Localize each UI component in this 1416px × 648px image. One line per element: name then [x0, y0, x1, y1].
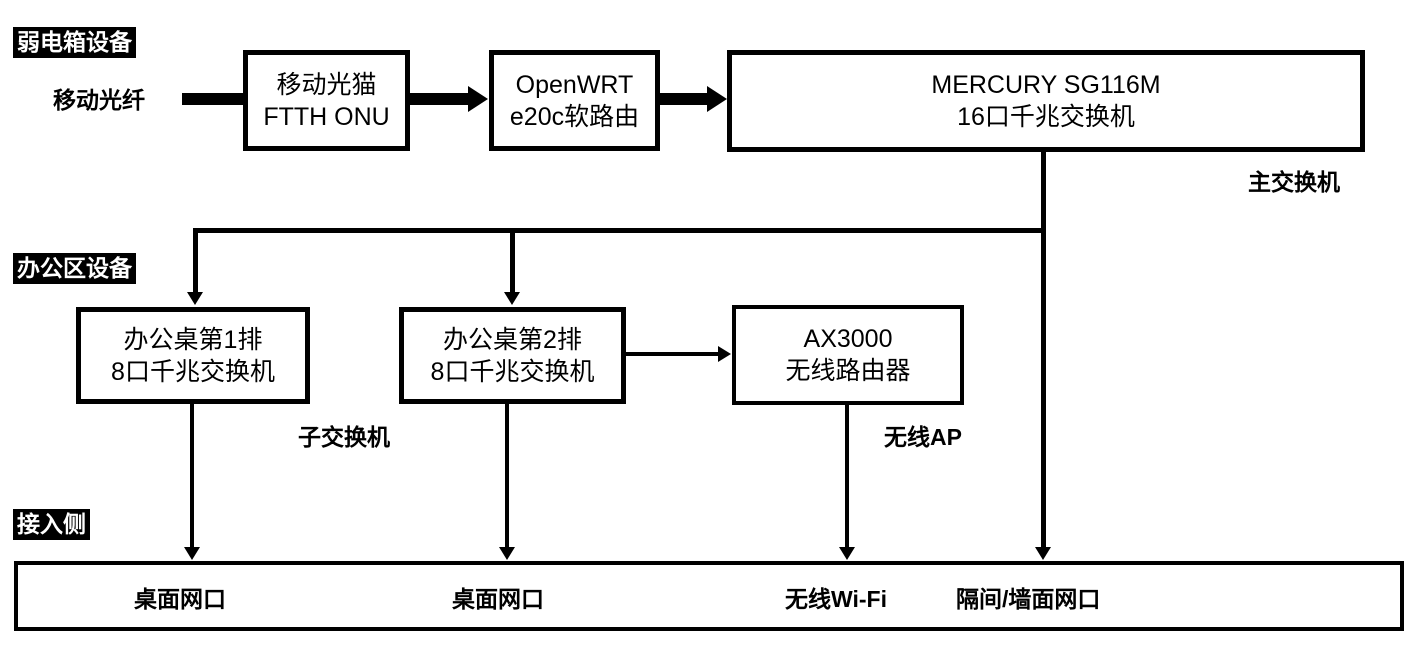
- node-desk-switch-2[interactable]: 办公桌第2排 8口千兆交换机: [399, 307, 626, 404]
- caption-wireless-ap: 无线AP: [884, 424, 962, 450]
- link-fiber-to-onu: [182, 93, 243, 105]
- link-desk-switch-2-to-desk-port-2: [505, 404, 509, 552]
- access-layer-bar: [14, 561, 1404, 631]
- node-desk-switch-1[interactable]: 办公桌第1排 8口千兆交换机: [76, 307, 310, 404]
- link-desk-switch-2-to-wifi-router: [626, 352, 721, 356]
- node-desk-switch-1-line2: 8口千兆交换机: [111, 357, 275, 386]
- section-tag-access-side: 接入侧: [13, 509, 90, 540]
- node-wifi-router-line1: AX3000: [803, 325, 893, 353]
- source-label-fiber: 移动光纤: [53, 87, 145, 113]
- node-wifi-router-line2: 无线路由器: [785, 357, 911, 385]
- node-onu-line1: 移动光猫: [276, 70, 377, 99]
- link-onu-to-openwrt: [410, 93, 470, 105]
- arrowhead-main-switch-to-wall-port: [1035, 547, 1051, 560]
- distribution-bus: [193, 228, 1043, 233]
- node-desk-switch-2-line2: 8口千兆交换机: [430, 357, 595, 386]
- node-desk-switch-2-line1: 办公桌第2排: [443, 325, 582, 354]
- arrowhead-bus-to-desk-switch-2: [504, 292, 520, 305]
- node-onu[interactable]: 移动光猫 FTTH ONU: [243, 50, 410, 151]
- link-bus-to-desk-switch-1: [193, 228, 198, 296]
- node-main-switch-line1: MERCURY SG116M: [931, 71, 1161, 99]
- link-bus-to-desk-switch-2: [510, 228, 515, 296]
- caption-main-switch: 主交换机: [1248, 169, 1340, 195]
- access-port-wireless-wifi: 无线Wi-Fi: [785, 586, 887, 612]
- access-port-desk-port-1: 桌面网口: [134, 586, 226, 612]
- arrowhead-wifi-router-to-wireless-wifi: [839, 547, 855, 560]
- node-openwrt-line1: OpenWRT: [515, 70, 634, 99]
- node-wifi-router[interactable]: AX3000 无线路由器: [732, 305, 964, 405]
- link-wifi-router-to-wireless-wifi: [845, 405, 849, 552]
- node-openwrt[interactable]: OpenWRT e20c软路由: [489, 50, 660, 151]
- arrowhead-desk-switch-1-to-desk-port-1: [184, 547, 200, 560]
- arrowhead-bus-to-desk-switch-1: [187, 292, 203, 305]
- caption-sub-switch: 子交换机: [298, 424, 390, 450]
- access-port-wall-port: 隔间/墙面网口: [956, 586, 1101, 612]
- link-desk-switch-1-to-desk-port-1: [190, 404, 194, 552]
- access-port-desk-port-2: 桌面网口: [452, 586, 544, 612]
- node-main-switch[interactable]: MERCURY SG116M 16口千兆交换机: [727, 50, 1365, 152]
- section-tag-office-area: 办公区设备: [13, 253, 136, 284]
- node-openwrt-line2: e20c软路由: [509, 102, 640, 131]
- arrowhead-desk-switch-2-to-desk-port-2: [499, 547, 515, 560]
- link-main-switch-downlink: [1041, 152, 1046, 552]
- node-onu-line2: FTTH ONU: [263, 102, 390, 131]
- arrowhead-desk-switch-2-to-wifi-router: [718, 346, 731, 362]
- link-openwrt-to-main-switch: [659, 93, 709, 105]
- section-tag-weak-current-box: 弱电箱设备: [13, 27, 136, 58]
- node-desk-switch-1-line1: 办公桌第1排: [123, 325, 263, 354]
- arrowhead-onu-to-openwrt: [468, 86, 488, 112]
- node-main-switch-line2: 16口千兆交换机: [957, 103, 1135, 131]
- arrowhead-openwrt-to-main-switch: [707, 86, 727, 112]
